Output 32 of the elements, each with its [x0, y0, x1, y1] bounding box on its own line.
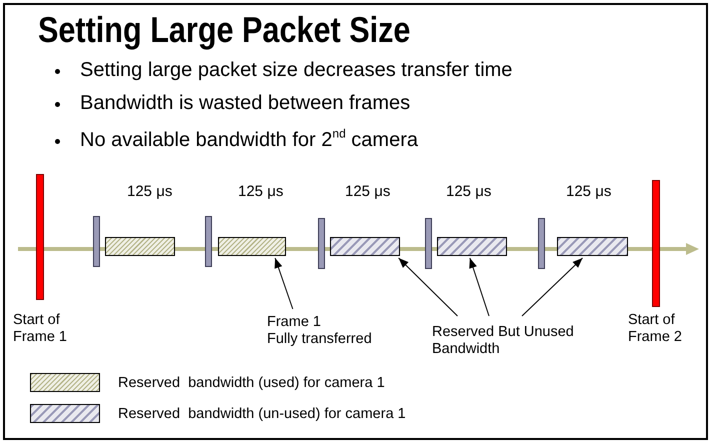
annotation-text: Fully transferred: [267, 331, 373, 348]
frame-start-label: Start of Frame 1: [13, 312, 68, 346]
hatched-slot: [330, 237, 400, 256]
annotation-text: Frame 1: [267, 314, 322, 331]
duration-label: 125 μs: [446, 183, 492, 200]
divider-bar: [205, 216, 212, 267]
divider-bar: [93, 216, 100, 267]
hatched-slot: [218, 237, 286, 256]
duration-label: 125 μs: [127, 183, 174, 200]
bullet-point-text: Setting large packet size decreases transfer time: [80, 58, 512, 82]
duration-label: 125 μs: [238, 183, 284, 200]
divider-bar: [538, 218, 545, 269]
divider-bar: [425, 218, 432, 269]
leader-arrow: [469, 258, 490, 316]
annotation-text: Reserved But Unused Bandwidth: [432, 324, 575, 358]
bullet-point-text: No available bandwidth for 2$^{nd}$ camera: [80, 128, 418, 152]
frame-start-bar: [652, 180, 660, 307]
hatched-slot: [437, 237, 507, 256]
hatched-slot: [105, 237, 175, 256]
duration-label: 125 μs: [345, 183, 392, 200]
slide-title: Setting Large Packet Size: [38, 12, 410, 48]
legend-text: Reserved bandwidth (used) for camera 1: [118, 375, 385, 392]
bullet-point-text: Bandwidth is wasted between frames: [80, 91, 410, 115]
leader-arrow: [522, 258, 584, 316]
legend-text: Reserved bandwidth (un-used) for camera 1: [118, 406, 406, 423]
frame-start-label: Start of Frame 2: [628, 312, 683, 346]
divider-bar: [318, 218, 325, 269]
leader-arrow: [398, 258, 458, 316]
leader-arrow: [274, 258, 294, 310]
frame-start-bar: [36, 174, 44, 300]
duration-label: 125 μs: [566, 183, 612, 200]
hatched-slot: [557, 237, 628, 256]
